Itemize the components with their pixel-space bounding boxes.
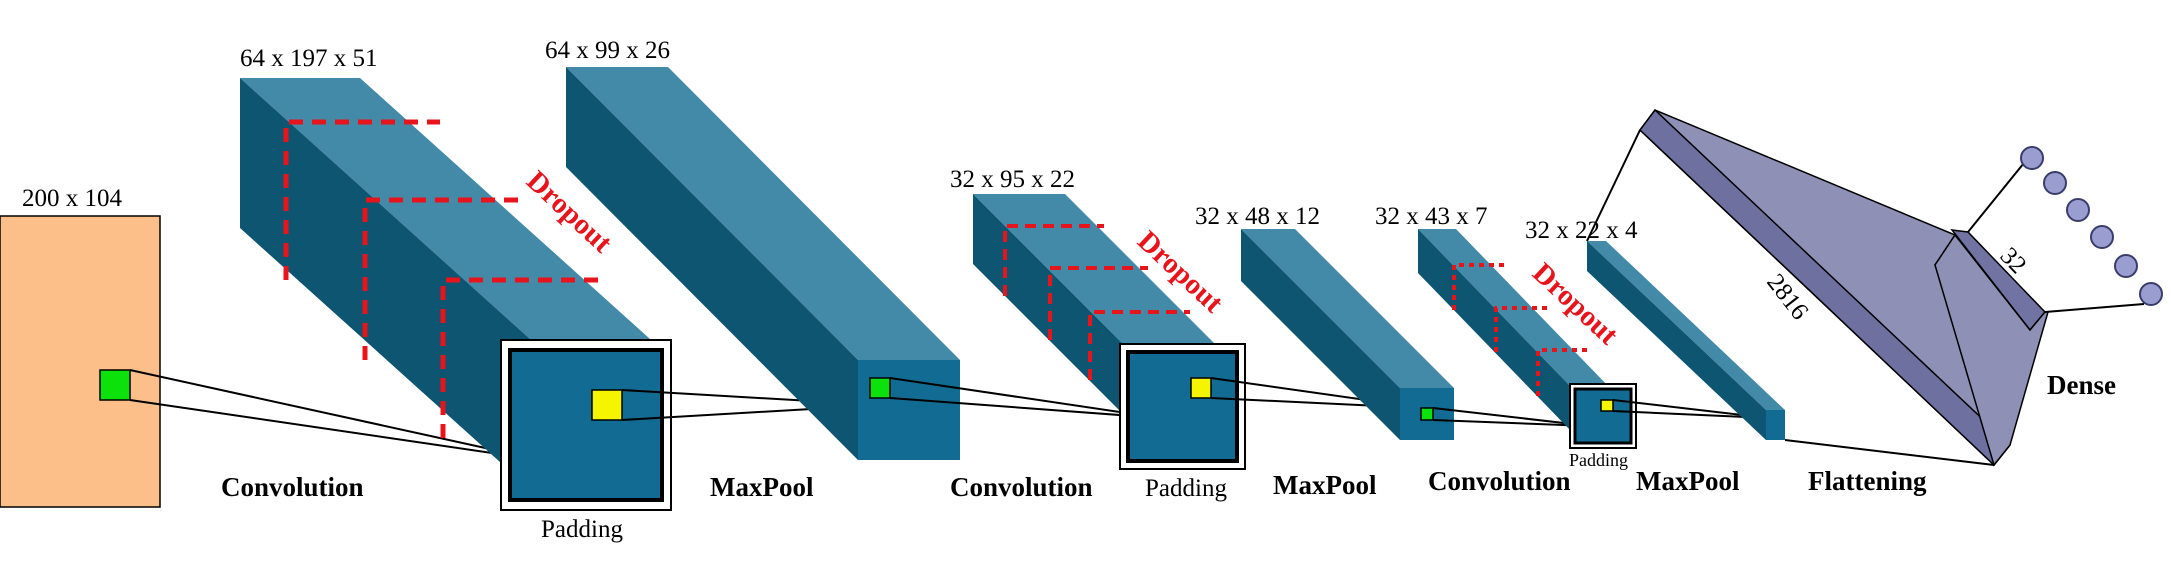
input-image bbox=[0, 215, 161, 508]
connector-line bbox=[1586, 129, 1641, 242]
dense-node bbox=[2020, 146, 2044, 170]
padding-box-inner bbox=[1573, 387, 1633, 445]
pool3-top-face bbox=[1587, 241, 1785, 410]
pool2-layer-label: MaxPool bbox=[1273, 470, 1377, 500]
connector-line bbox=[1432, 419, 1591, 427]
pool3-front-face bbox=[1766, 410, 1785, 440]
dense-node bbox=[2114, 254, 2138, 278]
conv1-side-face bbox=[240, 78, 540, 498]
dense-connector bbox=[2044, 303, 2145, 313]
input-dim-label: 200 x 104 bbox=[22, 185, 123, 212]
pool3-dim-label: 32 x 22 x 4 bbox=[1525, 217, 1638, 244]
padding-box-inner bbox=[508, 348, 664, 502]
dense-node bbox=[2090, 225, 2114, 249]
conv2-dim-label: 32 x 95 x 22 bbox=[950, 166, 1075, 193]
pool1-kernel bbox=[869, 377, 891, 399]
conv2-output-kernel bbox=[1190, 377, 1212, 399]
conv2-side-face bbox=[973, 194, 1126, 417]
connector-line bbox=[129, 369, 541, 461]
dense-layer-label: Dense bbox=[2047, 370, 2116, 400]
pool2-kernel bbox=[1420, 407, 1434, 421]
pool1-layer-label: MaxPool bbox=[710, 472, 814, 502]
pool3-block bbox=[1587, 241, 1785, 440]
conv1-dim-label: 64 x 197 x 51 bbox=[240, 45, 378, 72]
conv2-dropout-lines bbox=[1003, 224, 1190, 380]
pool1-dim-label: 64 x 99 x 26 bbox=[545, 37, 670, 64]
conv1-dropout-lines bbox=[283, 119, 598, 438]
pool2-block bbox=[1241, 229, 1454, 440]
conv3-output-kernel bbox=[1600, 399, 1614, 412]
conv3-dropout-lines bbox=[1452, 263, 1590, 396]
dense-node bbox=[2139, 282, 2163, 306]
conv1-output-kernel bbox=[591, 389, 623, 421]
conv3-dim-label: 32 x 43 x 7 bbox=[1375, 203, 1488, 230]
pool3-side-face bbox=[1587, 241, 1766, 440]
padding-label-2: Padding bbox=[1145, 475, 1227, 502]
dense-connector bbox=[1967, 157, 2029, 233]
conv1-top-face bbox=[240, 78, 660, 348]
connector-line bbox=[1784, 439, 1995, 466]
padding-label-3: Padding bbox=[1569, 450, 1628, 470]
pool2-top-face bbox=[1241, 229, 1454, 388]
conv2-top-face bbox=[973, 194, 1218, 347]
pool2-side-face bbox=[1241, 229, 1400, 440]
dense-front-face bbox=[1934, 233, 2049, 467]
pool3-layer-label: MaxPool bbox=[1636, 466, 1740, 496]
padding-box-inner bbox=[1126, 350, 1239, 463]
connector-line bbox=[889, 377, 1161, 419]
connector-line bbox=[129, 399, 541, 461]
input-kernel bbox=[99, 369, 131, 401]
flatten-dense-funnel bbox=[1638, 108, 2049, 467]
flatten-layer-label: Flattening bbox=[1808, 466, 1927, 496]
pool1-front-face bbox=[858, 360, 960, 460]
conv2-layer-label: Convolution bbox=[950, 472, 1093, 502]
dense-node bbox=[2066, 198, 2090, 222]
conv1-layer-label: Convolution bbox=[221, 472, 364, 502]
padding-label-1: Padding bbox=[541, 516, 623, 543]
connector-line bbox=[889, 397, 1161, 419]
pool2-dim-label: 32 x 48 x 12 bbox=[1195, 203, 1320, 230]
pool1-top-face bbox=[566, 67, 960, 360]
pool1-side-face bbox=[566, 67, 858, 460]
dense-node bbox=[2043, 171, 2067, 195]
conv3-layer-label: Convolution bbox=[1428, 466, 1571, 496]
dense-nodes bbox=[2020, 146, 2163, 306]
